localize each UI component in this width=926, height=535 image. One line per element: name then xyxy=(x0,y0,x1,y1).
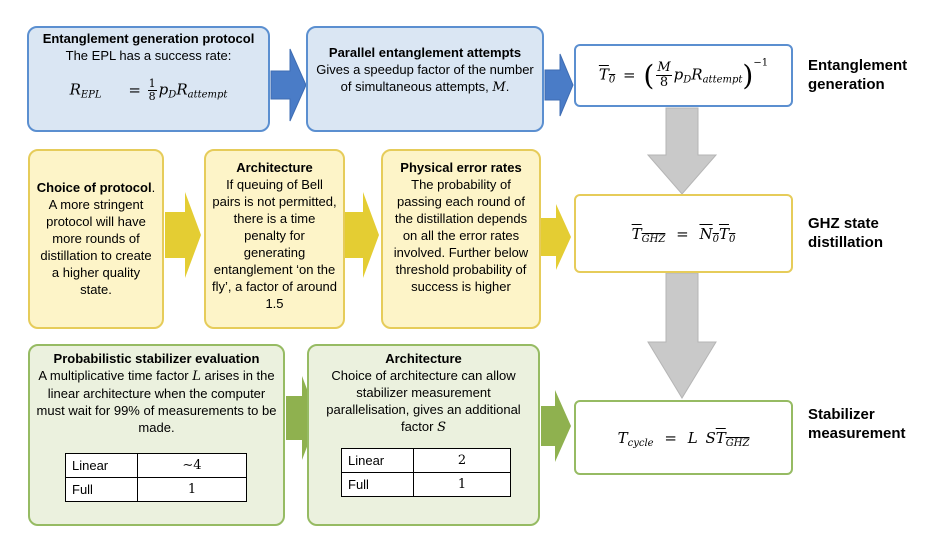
table-value: 1 xyxy=(413,472,511,497)
factor-s-table: Linear 2 Full 1 xyxy=(341,448,511,497)
tcycle-result-box: Tcycle = L STGHZ xyxy=(574,400,793,475)
box-title: Architecture xyxy=(385,351,462,366)
arrow-right-icon xyxy=(270,48,307,122)
table-row: Linear 2 xyxy=(341,448,511,473)
var-l: L xyxy=(192,369,201,384)
box-text: The EPL has a success rate: xyxy=(65,48,232,63)
box-text: A more stringent protocol will have more… xyxy=(40,197,152,297)
box-title: Probabilistic stabilizer evaluation xyxy=(53,351,260,366)
table-label: Full xyxy=(65,477,138,502)
tghz-result-box: TGHZ = N0T0 xyxy=(574,194,793,273)
arrow-right-icon xyxy=(544,53,574,117)
arrow-right-icon xyxy=(540,204,571,270)
factor-l-table: Linear ∼4 Full 1 xyxy=(65,453,247,502)
box-text: Gives a speedup factor of the number of … xyxy=(316,62,534,94)
table-row: Full 1 xyxy=(65,477,247,502)
entanglement-protocol-box: Entanglement generation protocol The EPL… xyxy=(27,26,270,132)
architecture-box-row3: Architecture Choice of architecture can … xyxy=(307,344,540,526)
table-label: Linear xyxy=(65,453,138,478)
physical-error-rates-box: Physical error rates The probability of … xyxy=(381,149,541,329)
parallel-attempts-box: Parallel entanglement attempts Gives a s… xyxy=(306,26,544,132)
table-value: 1 xyxy=(137,477,247,502)
tghz-formula: TGHZ = N0T0 xyxy=(631,224,736,245)
var-s: S xyxy=(437,420,447,435)
arrow-right-icon xyxy=(541,390,571,462)
arrow-down-icon xyxy=(647,272,717,399)
choice-of-protocol-box: Choice of protocol. A more stringent pro… xyxy=(28,149,164,329)
box-text: A multiplicative time factor xyxy=(38,368,189,383)
tcycle-formula: Tcycle = L STGHZ xyxy=(617,428,750,449)
box-title: Choice of protocol xyxy=(36,180,152,195)
var-m: M xyxy=(492,80,506,95)
table-label: Full xyxy=(341,472,414,497)
box-text: If queuing of Bell pairs is not permitte… xyxy=(212,177,338,311)
box-title: Physical error rates xyxy=(400,160,522,175)
table-row: Linear ∼4 xyxy=(65,453,247,478)
table-value: 2 xyxy=(413,448,511,473)
box-text: Choice of architecture can allow stabili… xyxy=(326,368,521,434)
table-row: Full 1 xyxy=(341,472,511,497)
box-text: arises in the linear architecture when t… xyxy=(36,368,277,435)
architecture-box-row2: Architecture If queuing of Bell pairs is… xyxy=(204,149,345,329)
table-label: Linear xyxy=(341,448,414,473)
box-title: Architecture xyxy=(236,160,313,175)
box-text: The probability of passing each round of… xyxy=(393,177,529,294)
box-title: Parallel entanglement attempts xyxy=(328,45,522,60)
arrow-right-icon xyxy=(345,192,379,278)
box-title: Entanglement generation protocol xyxy=(42,31,255,46)
table-value: ∼4 xyxy=(137,453,247,478)
arrow-down-icon xyxy=(646,107,718,195)
arrow-right-icon xyxy=(165,192,201,278)
